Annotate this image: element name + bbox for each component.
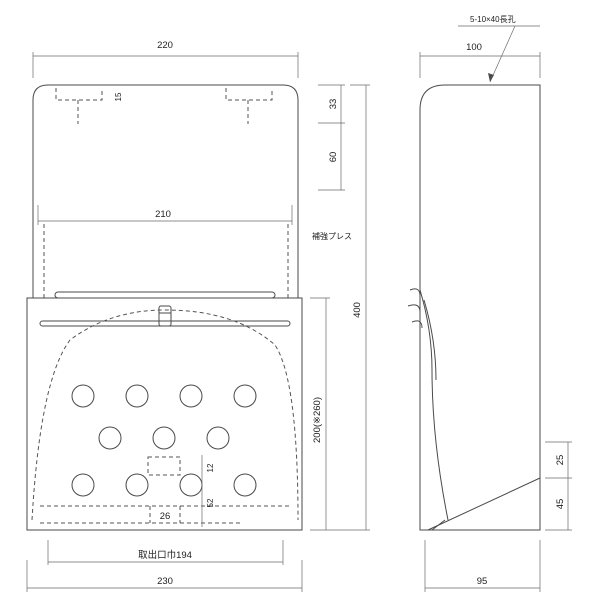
side-view: 5-10×40長孔 100 25 45 95 [407,15,572,592]
vent-hole [125,384,149,408]
front-view: 220 15 210 [26,40,370,592]
side-cover-curve-2 [423,299,437,381]
vent-hole [152,426,176,450]
side-outline [419,84,541,531]
vent-hole [206,426,230,450]
bottom-dash-lines [40,505,290,524]
hook-2 [407,304,421,313]
vent-hole [98,426,122,450]
dim-label-95: 95 [477,576,488,587]
inner-curve-dash [31,309,299,521]
dim-label-12: 12 [206,463,215,472]
vent-hole [71,384,95,408]
dim-label-25: 25 [555,455,566,466]
slot-leader-line [489,25,516,83]
slot-left [55,88,103,101]
dim-label-15: 15 [114,92,123,101]
window-dash [147,456,181,476]
vent-hole [233,384,257,408]
side-cover-curve [419,289,449,521]
dim-label-200: 200(※260) [312,397,323,443]
vent-hole [125,473,149,497]
dim-label-26: 26 [160,511,171,522]
side-tray-lip [431,519,446,531]
box-body-outline [26,297,303,531]
vent-hole [233,473,257,497]
dim-label-230: 230 [157,576,173,587]
hook-3 [411,320,423,329]
hook-1 [409,288,421,297]
dim-label-100: 100 [466,42,482,53]
vent-hole [179,384,203,408]
dim-label-45: 45 [555,499,566,510]
reinforce-press-label: 補強プレス [312,231,352,241]
dim-label-60: 60 [328,152,339,163]
side-tray-slope [427,477,541,531]
back-plate-outline [32,84,299,298]
vent-hole [71,473,95,497]
dim-label-33: 33 [328,99,339,110]
lid-rod [39,320,291,327]
vent-hole [179,473,203,497]
lid-top-bar [54,291,276,299]
latch-icon [158,305,172,327]
dim-label-400: 400 [352,302,363,318]
dim-label-194: 取出口巾194 [138,549,192,561]
slot-right [225,88,273,101]
dim-label-220: 220 [157,40,173,51]
dim-label-210: 210 [155,209,171,220]
leader-arrow-icon [488,73,494,82]
dim-label-52: 52 [206,498,215,507]
slot-hole-label: 5-10×40長孔 [470,15,516,24]
